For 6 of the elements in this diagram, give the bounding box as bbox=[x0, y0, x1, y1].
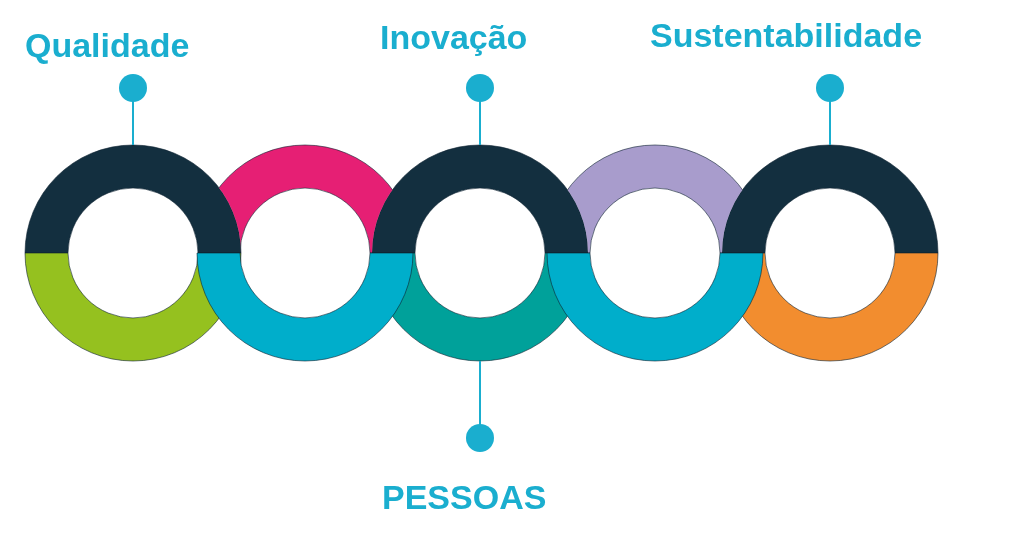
ring bbox=[546, 144, 764, 362]
label-text: Qualidade bbox=[25, 25, 190, 65]
ring bbox=[196, 144, 414, 362]
label-text: PESSOAS bbox=[382, 477, 547, 517]
label-text: Inovação bbox=[380, 17, 528, 57]
label-text: Sustentabilidade bbox=[650, 15, 923, 55]
